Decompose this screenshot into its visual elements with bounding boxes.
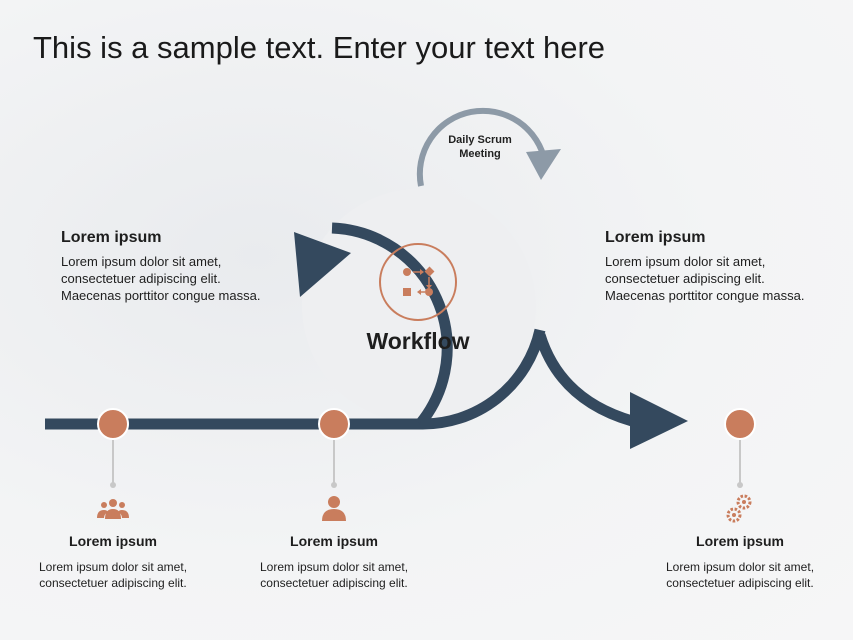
left-heading: Lorem ipsum [61, 229, 162, 246]
exit-curve [534, 333, 634, 427]
milestone-3-body: Lorem ipsum dolor sit amet, consectetuer… [665, 560, 815, 590]
left-body: Lorem ipsum dolor sit amet, consectetuer… [61, 254, 261, 303]
user-icon [322, 496, 346, 521]
exit-arrowhead [630, 392, 688, 449]
connector-dot-3 [737, 482, 743, 488]
milestone-2-heading: Lorem ipsum [290, 533, 378, 549]
connector-dot-2 [331, 482, 337, 488]
milestone-block-3: Lorem ipsum Lorem ipsum dolor sit amet, … [660, 533, 820, 591]
milestone-3-heading: Lorem ipsum [696, 533, 784, 549]
milestone-2-body: Lorem ipsum dolor sit amet, consectetuer… [259, 560, 409, 590]
scrum-loop-arc [416, 107, 548, 187]
milestone-node-1 [97, 408, 129, 440]
right-body: Lorem ipsum dolor sit amet, consectetuer… [605, 254, 805, 303]
page-title: This is a sample text. Enter your text h… [33, 30, 606, 65]
hub-arrowhead-left [294, 232, 351, 297]
workflow-icon [379, 243, 457, 321]
hub-arc-left [331, 222, 453, 428]
scrum-loop-arrowhead [526, 149, 561, 180]
milestone-block-1: Lorem ipsum Lorem ipsum dolor sit amet, … [33, 533, 193, 591]
milestone-node-3 [724, 408, 756, 440]
milestone-1-heading: Lorem ipsum [69, 533, 157, 549]
connector-dot-1 [110, 482, 116, 488]
team-icon [97, 499, 129, 519]
right-text-block: Lorem ipsum Lorem ipsum dolor sit amet, … [605, 229, 820, 304]
hub-arc-right-inner [419, 328, 546, 430]
milestone-block-2: Lorem ipsum Lorem ipsum dolor sit amet, … [254, 533, 414, 591]
hub-disk [302, 189, 536, 423]
hub-label: Workflow [366, 328, 470, 354]
gears-icon [726, 494, 752, 523]
milestone-node-2 [318, 408, 350, 440]
scrum-loop-label: Daily Scrum Meeting [448, 134, 512, 160]
left-text-block: Lorem ipsum Lorem ipsum dolor sit amet, … [61, 229, 281, 304]
milestone-1-body: Lorem ipsum dolor sit amet, consectetuer… [38, 560, 188, 590]
right-heading: Lorem ipsum [605, 229, 706, 246]
